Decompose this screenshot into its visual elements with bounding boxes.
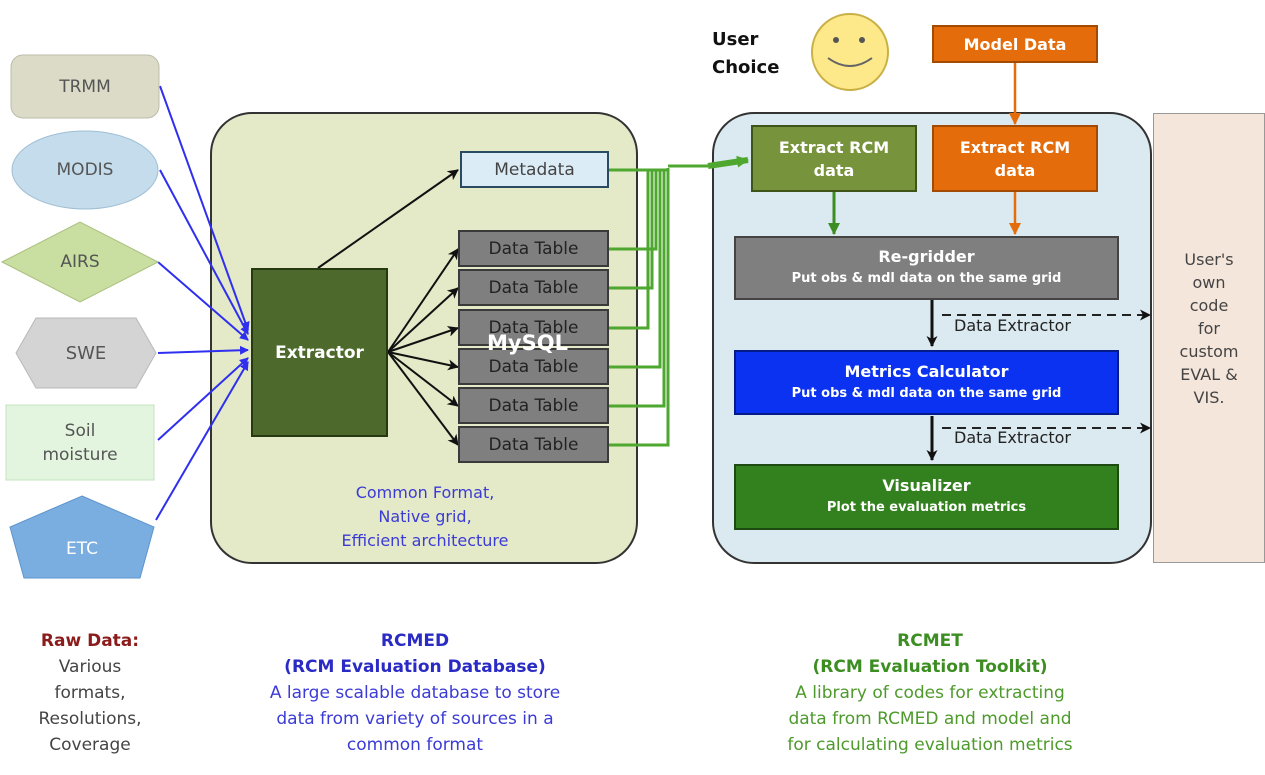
user-code-box (1153, 113, 1265, 563)
user-choice-line2: Choice (712, 57, 780, 78)
etc-label: ETC (66, 539, 98, 559)
rcmed-caption: Common Format, Native grid, Efficient ar… (300, 480, 550, 554)
swe-label: SWE (65, 342, 107, 364)
soil-shape (5, 404, 155, 481)
trmm-label: TRMM (59, 76, 111, 97)
extractor-to-tables-arrows (317, 169, 459, 446)
regridder-title: Re-gridder (878, 247, 975, 266)
extract-obs-line1: Extract RCM (778, 137, 890, 157)
rcmed-caption-line: Efficient architecture (341, 531, 509, 550)
rcmed-desc-line: data from variety of sources in a (276, 709, 554, 729)
user-code-line: own (1192, 273, 1226, 292)
rcmet-desc-line: A library of codes for extracting (795, 683, 1065, 703)
soil-label-line1: Soil (64, 420, 96, 441)
trmm-shape (10, 54, 160, 119)
rcmet-title: RCMET (897, 631, 963, 651)
rcmet-desc-line: data from RCMED and model and (788, 709, 1072, 729)
rcmed-caption-line: Common Format, (355, 483, 495, 502)
airs-label: AIRS (60, 252, 100, 272)
rcmed-desc-line: A large scalable database to store (269, 683, 561, 703)
rcmed-caption-line: Native grid, (378, 507, 472, 526)
data-table: Data Table (458, 348, 609, 385)
modis-shape (11, 130, 159, 210)
raw-data-line: Coverage (49, 735, 131, 755)
swe-shape (15, 317, 157, 389)
metrics-title: Metrics Calculator (844, 361, 1009, 381)
raw-data-caption: Raw Data: Various formats, Resolutions, … (10, 628, 170, 758)
extract-model-line1: Extract RCM (959, 137, 1071, 157)
user-code-line: custom (1179, 342, 1239, 361)
soil-label: Soil moisture (6, 405, 154, 480)
user-code-text: User's own code for custom EVAL & VIS. (1153, 248, 1265, 409)
model-data-box: Model Data (932, 25, 1098, 63)
rcmet-desc-line: for calculating evaluation metrics (787, 735, 1073, 755)
data-table: Data Table (458, 269, 609, 306)
data-table: Data Table (458, 230, 609, 267)
raw-data-line: Various (58, 657, 122, 677)
user-code-line: EVAL & (1180, 365, 1238, 384)
extract-obs-box: Extract RCM data (751, 125, 917, 192)
user-code-line: User's (1184, 250, 1234, 269)
mysql-label: MySQL (487, 331, 568, 355)
data-table: Data Table (458, 309, 609, 346)
metrics-subtitle: Put obs & mdl data on the same grid (791, 385, 1062, 401)
smiley-icon (811, 13, 889, 91)
visualizer-box: Visualizer Plot the evaluation metrics (734, 464, 1119, 530)
rcmed-description: RCMED (RCM Evaluation Database) A large … (200, 628, 630, 758)
user-choice-label: User Choice (712, 26, 779, 82)
regridder-subtitle: Put obs & mdl data on the same grid (791, 271, 1062, 286)
raw-data-line: formats, (54, 683, 126, 703)
rcmet-subtitle: (RCM Evaluation Toolkit) (812, 657, 1048, 677)
data-extractor-label-2: Data Extractor (954, 428, 1071, 447)
etc-shape (9, 495, 155, 579)
extract-obs-line2: data (813, 160, 855, 180)
metadata-box: Metadata (460, 151, 609, 188)
data-table: Data Table (458, 426, 609, 463)
rcmed-subtitle: (RCM Evaluation Database) (284, 657, 546, 677)
regridder-box: Re-gridder Put obs & mdl data on the sam… (734, 236, 1119, 300)
user-code-line: code (1189, 296, 1229, 315)
rcmed-desc-line: common format (346, 735, 484, 755)
rcmet-description: RCMET (RCM Evaluation Toolkit) A library… (710, 628, 1150, 758)
raw-data-title: Raw Data: (40, 631, 140, 651)
tables-to-rcmet-lines (609, 164, 708, 447)
to-extract-obs-arrow (707, 155, 749, 169)
visualizer-title: Visualizer (882, 476, 971, 495)
rcmed-title: RCMED (380, 631, 450, 651)
raw-to-extractor-arrows (155, 85, 250, 521)
metrics-calculator-box: Metrics Calculator Put obs & mdl data on… (734, 350, 1119, 415)
extract-model-line2: data (994, 160, 1036, 180)
extract-model-box: Extract RCM data (932, 125, 1098, 192)
data-extractor-label-1: Data Extractor (954, 316, 1071, 335)
user-code-line: VIS. (1193, 388, 1225, 407)
modis-label: MODIS (56, 160, 114, 180)
airs-shape (0, 221, 160, 303)
data-table: Data Table (458, 387, 609, 424)
user-choice-line1: User (712, 29, 759, 50)
visualizer-subtitle: Plot the evaluation metrics (826, 500, 1027, 515)
soil-label-line2: moisture (42, 444, 118, 465)
raw-data-line: Resolutions, (38, 709, 142, 729)
user-code-line: for (1198, 319, 1220, 338)
extractor-box: Extractor (251, 268, 388, 437)
